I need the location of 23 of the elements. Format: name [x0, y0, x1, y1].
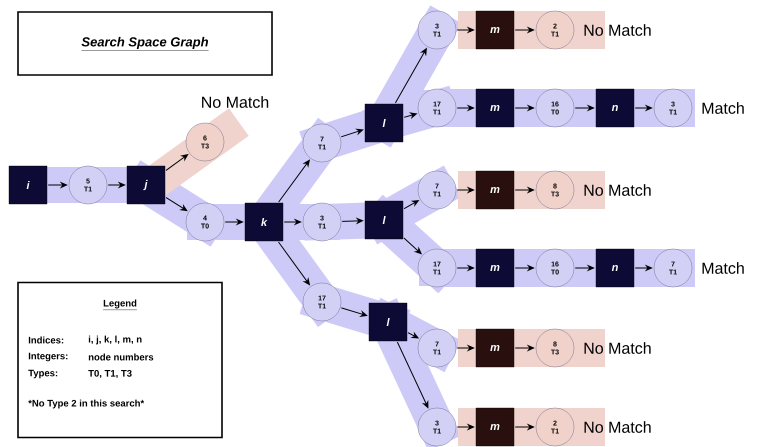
index-square: m: [476, 328, 514, 368]
index-square: n: [596, 248, 634, 288]
index-square: j: [126, 166, 166, 204]
index-square: i: [8, 166, 48, 204]
index-square: k: [244, 202, 284, 242]
index-square: l: [364, 104, 404, 142]
result-label: No Match: [584, 24, 651, 36]
index-square: l: [368, 302, 408, 342]
result-label: Match: [702, 262, 744, 274]
index-square: m: [476, 408, 514, 446]
result-label: No Match: [584, 421, 651, 433]
result-label: No Match: [202, 96, 268, 108]
result-label: Match: [702, 102, 744, 114]
index-square: m: [476, 10, 514, 50]
result-label: No Match: [584, 342, 651, 354]
index-square: l: [364, 200, 404, 240]
title-box: Search Space Graph: [17, 11, 273, 76]
index-square: m: [476, 88, 514, 128]
index-square: n: [596, 88, 634, 128]
legend-box: Legend Indices: i, j, k, l, m, n Integers: node numbers Types: T0, T1, T3 *No Type 2 in this search*: [17, 282, 223, 438]
result-label: No Match: [584, 184, 651, 196]
index-square: m: [476, 170, 514, 210]
index-square: m: [476, 248, 514, 288]
